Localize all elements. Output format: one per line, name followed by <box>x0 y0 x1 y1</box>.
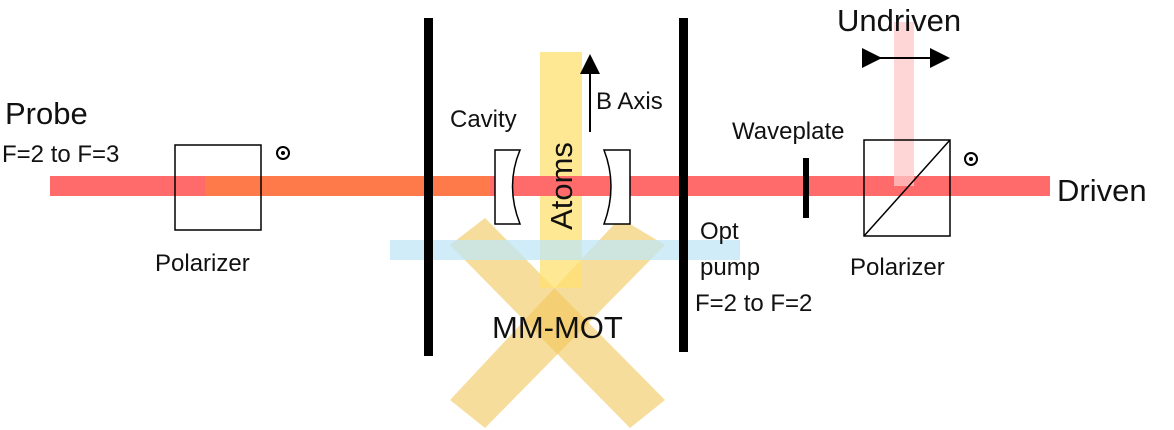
mm-mot-label: MM-MOT <box>492 310 623 345</box>
opt-label: Opt <box>700 218 739 245</box>
optical-pump-beam <box>390 240 740 260</box>
cavity-mirror-right <box>602 149 631 225</box>
dot-in-circle-icon <box>276 146 290 160</box>
driven-label: Driven <box>1057 173 1147 208</box>
polarizer-left-label: Polarizer <box>155 250 250 277</box>
probe-label: Probe <box>5 96 88 131</box>
mot-beams <box>450 218 665 428</box>
pump-transition-label: F=2 to F=2 <box>695 290 813 317</box>
cavity-label: Cavity <box>450 106 517 133</box>
cavity-wall-right <box>679 18 688 352</box>
probe-beam-overlap <box>205 176 490 196</box>
waveplate-label: Waveplate <box>732 118 845 145</box>
dot-in-circle-icon <box>964 152 978 166</box>
polarizer-left <box>174 144 262 231</box>
waveplate <box>803 158 809 218</box>
polarizer-right <box>863 139 951 237</box>
probe-transition-label: F=2 to F=3 <box>2 141 120 168</box>
polarizer-right-label: Polarizer <box>850 254 945 281</box>
atoms-label: Atoms <box>544 142 579 230</box>
undriven-label: Undriven <box>837 3 962 38</box>
mot-beam-diagonal-2 <box>450 218 665 428</box>
pump-label: pump <box>700 254 761 281</box>
cavity-wall-left <box>424 18 433 356</box>
b-axis-label: B Axis <box>596 88 663 115</box>
undriven-beam <box>894 22 914 186</box>
cavity-mirror-left <box>494 149 522 225</box>
